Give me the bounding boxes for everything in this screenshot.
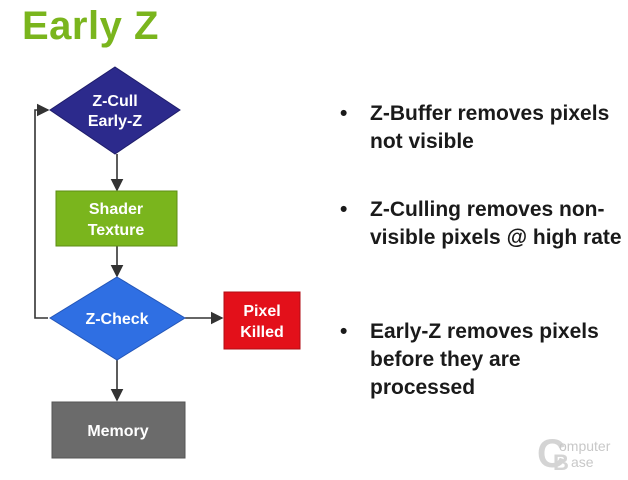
shader-box: [55, 190, 178, 247]
computerbase-watermark: C B omputer ase: [537, 432, 625, 476]
connectors: [34, 103, 224, 402]
bullet-text: Early-Z removes pixels before they are p…: [370, 320, 599, 399]
killed-box: [223, 291, 301, 350]
zcheck-diamond: [49, 276, 186, 361]
node-memory: Memory: [51, 401, 186, 459]
memory-label: Memory: [87, 423, 148, 440]
memory-box: [51, 401, 186, 459]
shader-label-line2: Texture: [88, 222, 145, 239]
watermark-b-mark: B: [553, 450, 569, 475]
zcheck-label: Z-Check: [85, 311, 148, 328]
zcull-label-line1: Z-Cull: [92, 93, 137, 110]
zcull-diamond: [49, 66, 181, 155]
bullet-marker: •: [340, 320, 348, 343]
bullet-item: • Z-Buffer removes pixels not visible: [340, 100, 625, 156]
bullet-marker: •: [340, 198, 348, 221]
bullet-text: Z-Culling removes non-visible pixels @ h…: [370, 198, 622, 249]
killed-label-line1: Pixel: [243, 303, 280, 320]
shader-label-line1: Shader: [89, 201, 143, 218]
bullet-item: • Z-Culling removes non-visible pixels @…: [340, 196, 625, 252]
watermark-word2: ase: [571, 454, 594, 470]
page-title: Early Z: [22, 4, 159, 48]
killed-label-line2: Killed: [240, 324, 284, 341]
bullet-item: • Early-Z removes pixels before they are…: [340, 318, 625, 402]
node-z-check: Z-Check: [49, 276, 186, 361]
bullet-marker: •: [340, 102, 348, 125]
watermark-word1: omputer: [559, 438, 611, 454]
zcull-label-line2: Early-Z: [88, 113, 142, 130]
watermark-c-mark: C: [537, 432, 566, 476]
node-pixel-killed: Pixel Killed: [223, 291, 301, 350]
bullet-text: Z-Buffer removes pixels not visible: [370, 102, 610, 153]
edge-loop-to-zcull: [34, 103, 50, 319]
node-zcull-early-z: Z-Cull Early-Z: [49, 66, 181, 155]
node-shader-texture: Shader Texture: [55, 190, 178, 247]
